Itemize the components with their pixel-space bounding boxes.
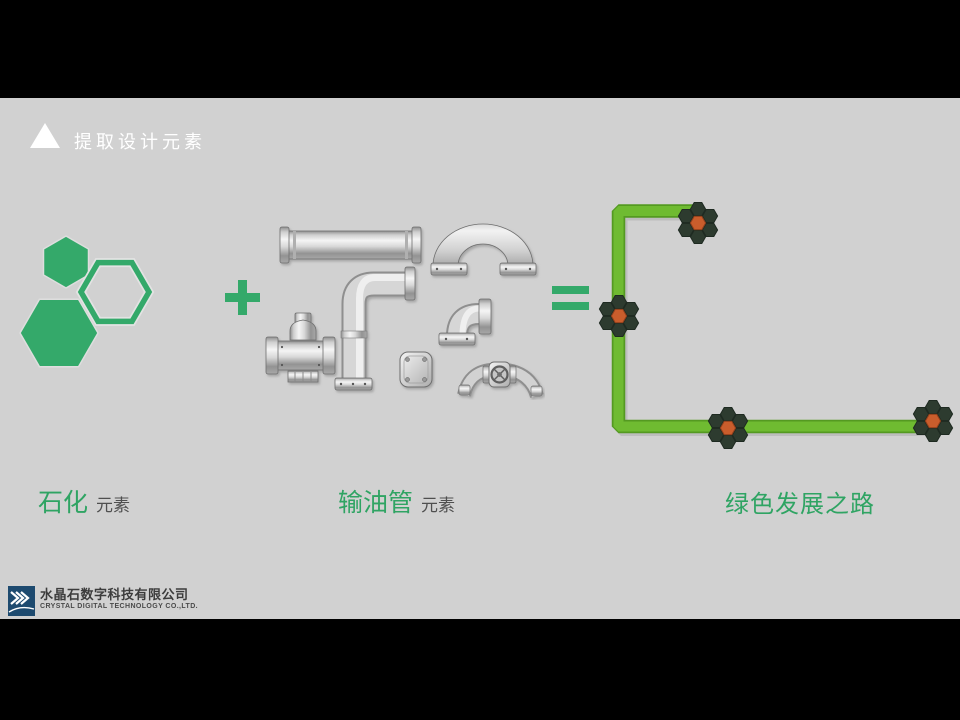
valve-illustration bbox=[265, 312, 336, 383]
letterbox-top bbox=[0, 0, 960, 98]
flange-plate-illustration bbox=[399, 351, 433, 388]
equals-operator-bottom-bar bbox=[552, 302, 589, 310]
caption-result: 绿色发展之路 bbox=[725, 484, 875, 519]
header-triangle-icon bbox=[30, 123, 60, 148]
caption-petrochemical-main: 石化 bbox=[38, 489, 89, 517]
green-pipeline-graphic bbox=[545, 190, 960, 460]
curved-valve-pipe-illustration bbox=[457, 361, 544, 399]
caption-pipeline: 输油管 元素 bbox=[338, 483, 455, 519]
u-bend-pipe-illustration bbox=[430, 223, 537, 276]
slide-background bbox=[0, 98, 960, 619]
caption-petrochemical-sub: 元素 bbox=[96, 496, 131, 515]
straight-pipe-illustration bbox=[279, 226, 422, 264]
plus-operator-vertical-bar bbox=[238, 280, 247, 315]
caption-pipeline-sub: 元素 bbox=[421, 496, 456, 515]
caption-result-label: 绿色发展之路 bbox=[725, 491, 875, 518]
company-name-en: CRYSTAL DIGITAL TECHNOLOGY CO.,LTD. bbox=[40, 603, 199, 610]
company-name-cn: 水晶石数字科技有限公司 bbox=[40, 587, 189, 602]
hexagon-outline bbox=[77, 259, 153, 325]
pipe-parts-graphic bbox=[265, 223, 544, 399]
equals-operator bbox=[552, 286, 589, 294]
petrochemical-hexagons-graphic bbox=[19, 235, 155, 368]
small-elbow-illustration bbox=[438, 298, 492, 346]
letterbox-bottom bbox=[0, 619, 960, 720]
caption-pipeline-main: 输油管 bbox=[338, 489, 414, 517]
hex-flower bbox=[599, 296, 638, 337]
company-logo: 水晶石数字科技有限公司 CRYSTAL DIGITAL TECHNOLOGY C… bbox=[8, 586, 198, 616]
elbow-pipe-illustration bbox=[334, 266, 416, 391]
crystal-logo-icon bbox=[8, 586, 35, 616]
caption-petrochemical: 石化 元素 bbox=[38, 483, 130, 519]
hexagon-filled-small bbox=[42, 235, 90, 289]
slide-title: 提取设计元素 bbox=[74, 132, 206, 152]
hex-flower bbox=[708, 408, 747, 449]
hexagon-filled-large bbox=[19, 298, 99, 368]
green-pipeline-path bbox=[611, 204, 938, 436]
